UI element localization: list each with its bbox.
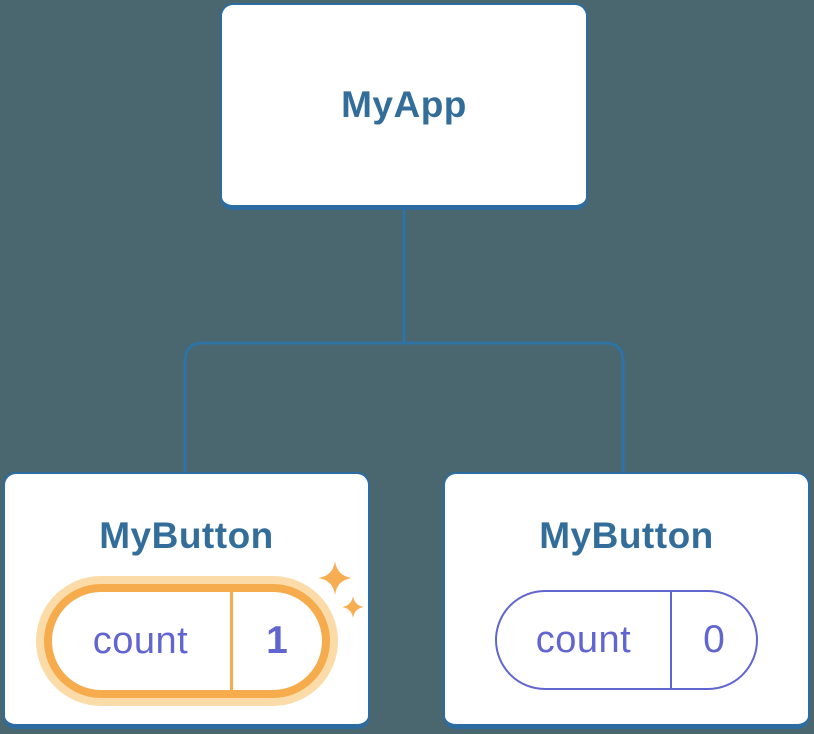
state-name-cell: count xyxy=(497,592,670,688)
component-node-mybutton-1: MyButton count 1 xyxy=(3,472,370,729)
state-pill: count 0 xyxy=(495,590,758,690)
state-value-cell: 1 xyxy=(233,592,322,690)
component-node-mybutton-2: MyButton count 0 xyxy=(443,472,810,729)
state-name: count xyxy=(535,618,632,661)
component-label: MyButton xyxy=(539,515,714,556)
state-pill-divider xyxy=(229,592,233,690)
sparkle-icon-small xyxy=(342,596,364,618)
state-value: 1 xyxy=(266,619,288,662)
component-label: MyButton xyxy=(99,515,274,556)
state-value-cell: 0 xyxy=(672,592,756,688)
state-name-cell: count xyxy=(52,592,230,690)
sparkle-icon xyxy=(318,561,364,618)
state-pill-divider xyxy=(670,592,672,688)
sparkle-icon-large xyxy=(318,561,352,595)
component-node-myapp: MyApp xyxy=(220,3,588,210)
branch-connector-line xyxy=(183,341,625,472)
state-pill-highlighted: count 1 xyxy=(43,584,330,698)
state-value: 0 xyxy=(703,618,725,661)
state-name: count xyxy=(92,619,189,662)
component-label: MyApp xyxy=(341,84,467,125)
